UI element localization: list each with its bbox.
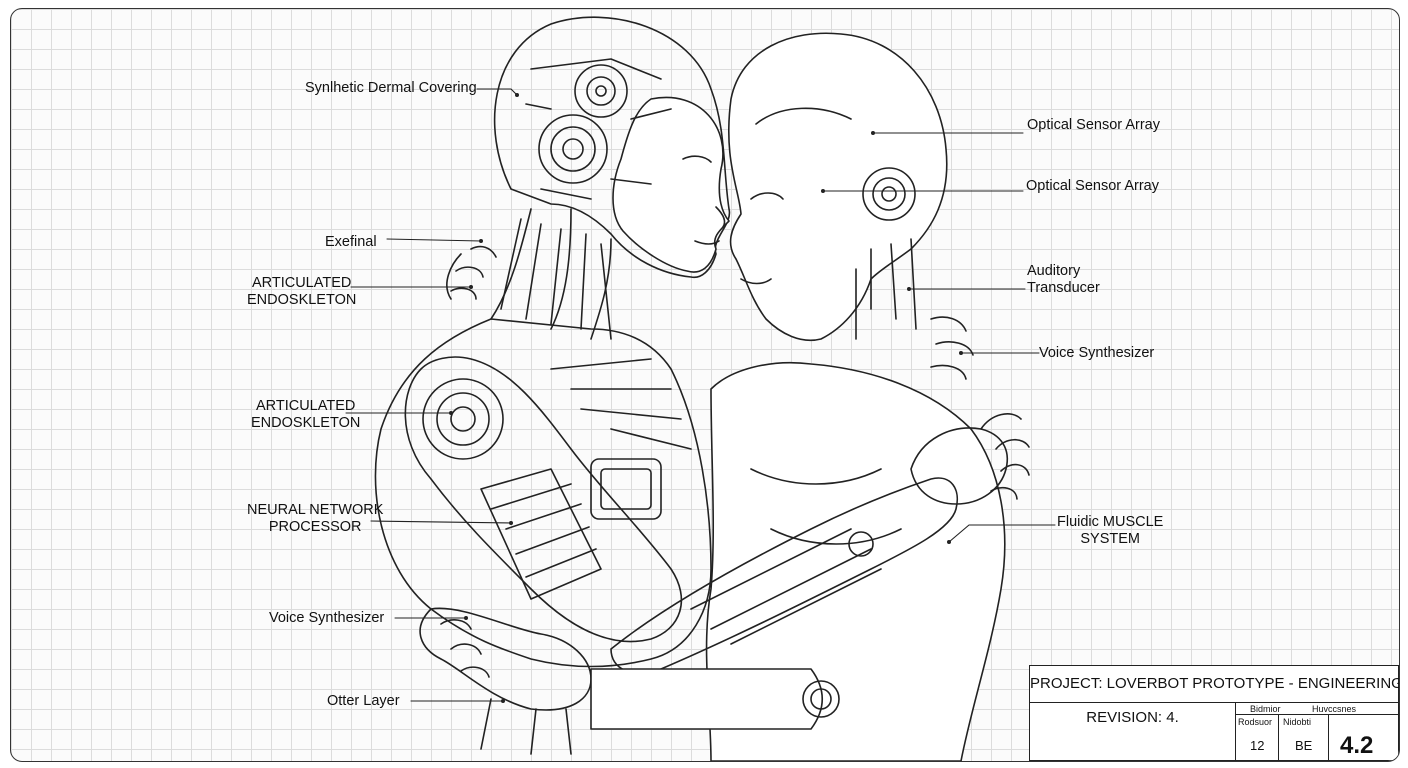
robot-illustration — [345, 16, 1056, 761]
label-auditory-line1: Auditory — [1027, 263, 1081, 279]
leader-exefinal — [386, 238, 482, 242]
label-articulated-1-line2: ENDOSKLETON — [247, 292, 357, 308]
left-robot-arm — [404, 356, 683, 643]
header-cell-4: Nidobti — [1283, 717, 1312, 727]
label-neural-line1: NEURAL NETWORK — [247, 502, 384, 518]
label-otter-layer: Otter Layer — [327, 693, 400, 709]
label-fluidic-line2: SYSTEM — [1080, 531, 1140, 547]
label-fluidic-muscle-system: Fluidic MUSCLE SYSTEM — [1057, 514, 1163, 548]
left-robot-hand — [419, 607, 592, 711]
sheet-number: 4.2 — [1340, 732, 1374, 759]
label-articulated-1-line1: ARTICULATED — [251, 275, 352, 291]
right-robot-arm — [610, 477, 958, 674]
blueprint-sheet: Synlhetic Dermal Covering Exefinal ARTIC… — [10, 8, 1400, 762]
leader-neural — [370, 520, 512, 524]
leader-synthetic-dermal — [476, 88, 518, 96]
label-fluidic-line1: Fluidic MUSCLE — [1057, 514, 1164, 530]
leader-fluidic — [948, 524, 1056, 543]
revision-label: REVISION: 4. — [1030, 703, 1236, 760]
label-optical-sensor-array-2: Optical Sensor Array — [1026, 178, 1159, 194]
label-neural-network-processor: NEURAL NETWORK PROCESSOR — [247, 502, 383, 536]
header-cell-3: Rodsuor — [1238, 717, 1273, 727]
left-eye-sensor — [538, 114, 608, 184]
label-synthetic-dermal-covering: Synlhetic Dermal Covering — [305, 80, 477, 96]
project-title: PROJECT: LOVERBOT PROTOTYPE - ENGINEERIN… — [1030, 666, 1399, 703]
header-cell-1: Bidmior — [1250, 704, 1281, 714]
left-robot-head — [493, 16, 731, 279]
title-divider — [1328, 714, 1329, 760]
left-robot-torso — [374, 318, 712, 668]
label-articulated-endoskeleton-2: ARTICULATED ENDOSKLETON — [251, 398, 360, 432]
value-cell-1: 12 — [1250, 738, 1265, 753]
right-auditory-sensor — [862, 167, 916, 221]
value-cell-2: BE — [1295, 738, 1313, 753]
title-block: PROJECT: LOVERBOT PROTOTYPE - ENGINEERIN… — [1029, 665, 1399, 761]
header-cell-2: Huvccsnes — [1312, 704, 1357, 714]
label-articulated-2-line1: ARTICULATED — [255, 398, 356, 414]
label-optical-sensor-array-1: Optical Sensor Array — [1027, 117, 1160, 133]
label-voice-synthesizer-right: Voice Synthesizer — [1039, 345, 1155, 361]
title-divider — [1236, 714, 1398, 715]
left-robot-face — [612, 96, 730, 273]
label-articulated-endoskeleton-1: ARTICULATED ENDOSKLETON — [247, 275, 356, 309]
title-divider — [1278, 714, 1279, 760]
label-exefinal: Exefinal — [325, 234, 377, 250]
right-robot-hand — [910, 427, 1008, 505]
label-neural-line2: PROCESSOR — [268, 519, 362, 535]
label-auditory-line2: Transducer — [1027, 280, 1100, 296]
label-articulated-2-line2: ENDOSKLETON — [251, 415, 361, 431]
label-auditory-transducer: Auditory Transducer — [1027, 263, 1100, 297]
right-robot-torso — [705, 361, 1006, 761]
label-voice-synthesizer-left: Voice Synthesizer — [269, 610, 385, 626]
